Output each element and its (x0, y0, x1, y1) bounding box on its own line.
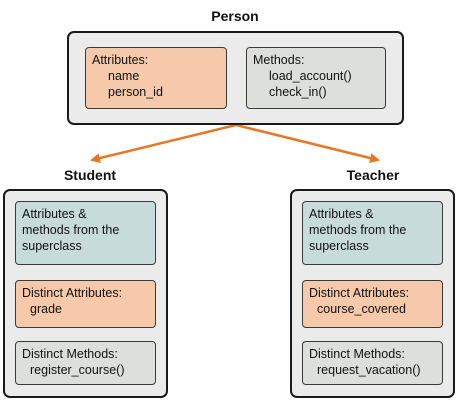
teacher-attributes-heading: Distinct Attributes: (309, 286, 410, 300)
teacher-method-request-vacation: request_vacation() (317, 363, 421, 377)
teacher-class-box: Attributes & methods from the superclass… (290, 189, 455, 398)
arrow-to-student (90, 123, 237, 163)
student-inherited-box: Attributes & methods from the superclass (15, 201, 156, 265)
student-class-box: Attributes & methods from the superclass… (3, 189, 168, 398)
student-methods-heading: Distinct Methods: (22, 347, 118, 361)
student-attributes-heading: Distinct Attributes: (22, 286, 123, 300)
teacher-methods-box: Distinct Methods: request_vacation() (302, 341, 443, 385)
teacher-title: Teacher (346, 167, 400, 183)
person-class-box: Attributes: name person_id Methods: load… (67, 31, 404, 125)
student-inherited-line-2: methods from the (22, 223, 120, 237)
student-method-register-course: register_course() (30, 363, 125, 377)
person-methods-heading: Methods: (253, 53, 305, 67)
teacher-attribute-course-covered: course_covered (317, 302, 406, 316)
student-inherited-line-3: superclass (22, 239, 82, 253)
teacher-methods-heading: Distinct Methods: (309, 347, 405, 361)
person-attribute-person-id: person_id (108, 85, 163, 99)
person-method-check-in: check_in() (269, 85, 327, 99)
person-attributes-heading: Attributes: (92, 53, 149, 67)
person-methods-box: Methods: load_account() check_in() (246, 47, 386, 109)
student-attributes-box: Distinct Attributes: grade (15, 280, 156, 328)
teacher-inherited-line-3: superclass (309, 239, 369, 253)
teacher-inherited-box: Attributes & methods from the superclass (302, 201, 443, 265)
person-method-load-account: load_account() (269, 69, 352, 83)
person-title: Person (211, 8, 259, 24)
student-attribute-grade: grade (30, 302, 62, 316)
student-inherited-line-1: Attributes & (22, 207, 87, 221)
person-attribute-name: name (108, 69, 140, 83)
teacher-inherited-line-1: Attributes & (309, 207, 374, 221)
teacher-inherited-line-2: methods from the (309, 223, 407, 237)
student-title: Student (63, 167, 117, 183)
student-methods-box: Distinct Methods: register_course() (15, 341, 156, 385)
arrow-to-teacher (235, 123, 380, 163)
person-attributes-box: Attributes: name person_id (85, 47, 227, 109)
teacher-attributes-box: Distinct Attributes: course_covered (302, 280, 443, 328)
